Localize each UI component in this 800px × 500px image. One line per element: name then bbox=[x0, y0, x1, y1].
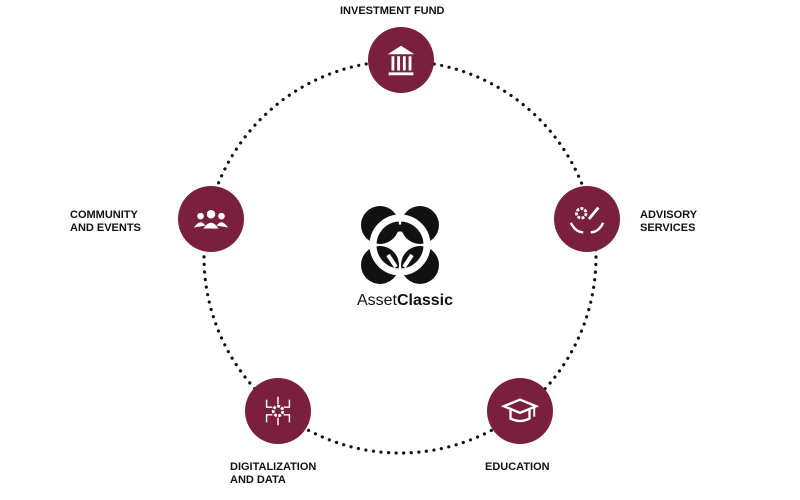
node-community-events[interactable] bbox=[178, 186, 244, 252]
brand-name: AssetClassic bbox=[356, 292, 454, 309]
node-digitalization-data[interactable] bbox=[245, 378, 311, 444]
label-investment-fund: INVESTMENT FUND bbox=[340, 5, 445, 17]
assetclassic-logo bbox=[361, 206, 439, 284]
graduation-cap-icon bbox=[501, 398, 539, 423]
node-education[interactable] bbox=[487, 378, 553, 444]
node-investment-fund[interactable] bbox=[368, 27, 434, 93]
bank-icon bbox=[387, 45, 415, 76]
node-advisory-services[interactable] bbox=[554, 186, 620, 252]
people-icon bbox=[193, 209, 229, 229]
gear-hands-icon bbox=[569, 206, 605, 234]
circuit-gear-icon bbox=[265, 396, 291, 426]
label-education: EDUCATION bbox=[485, 461, 550, 473]
